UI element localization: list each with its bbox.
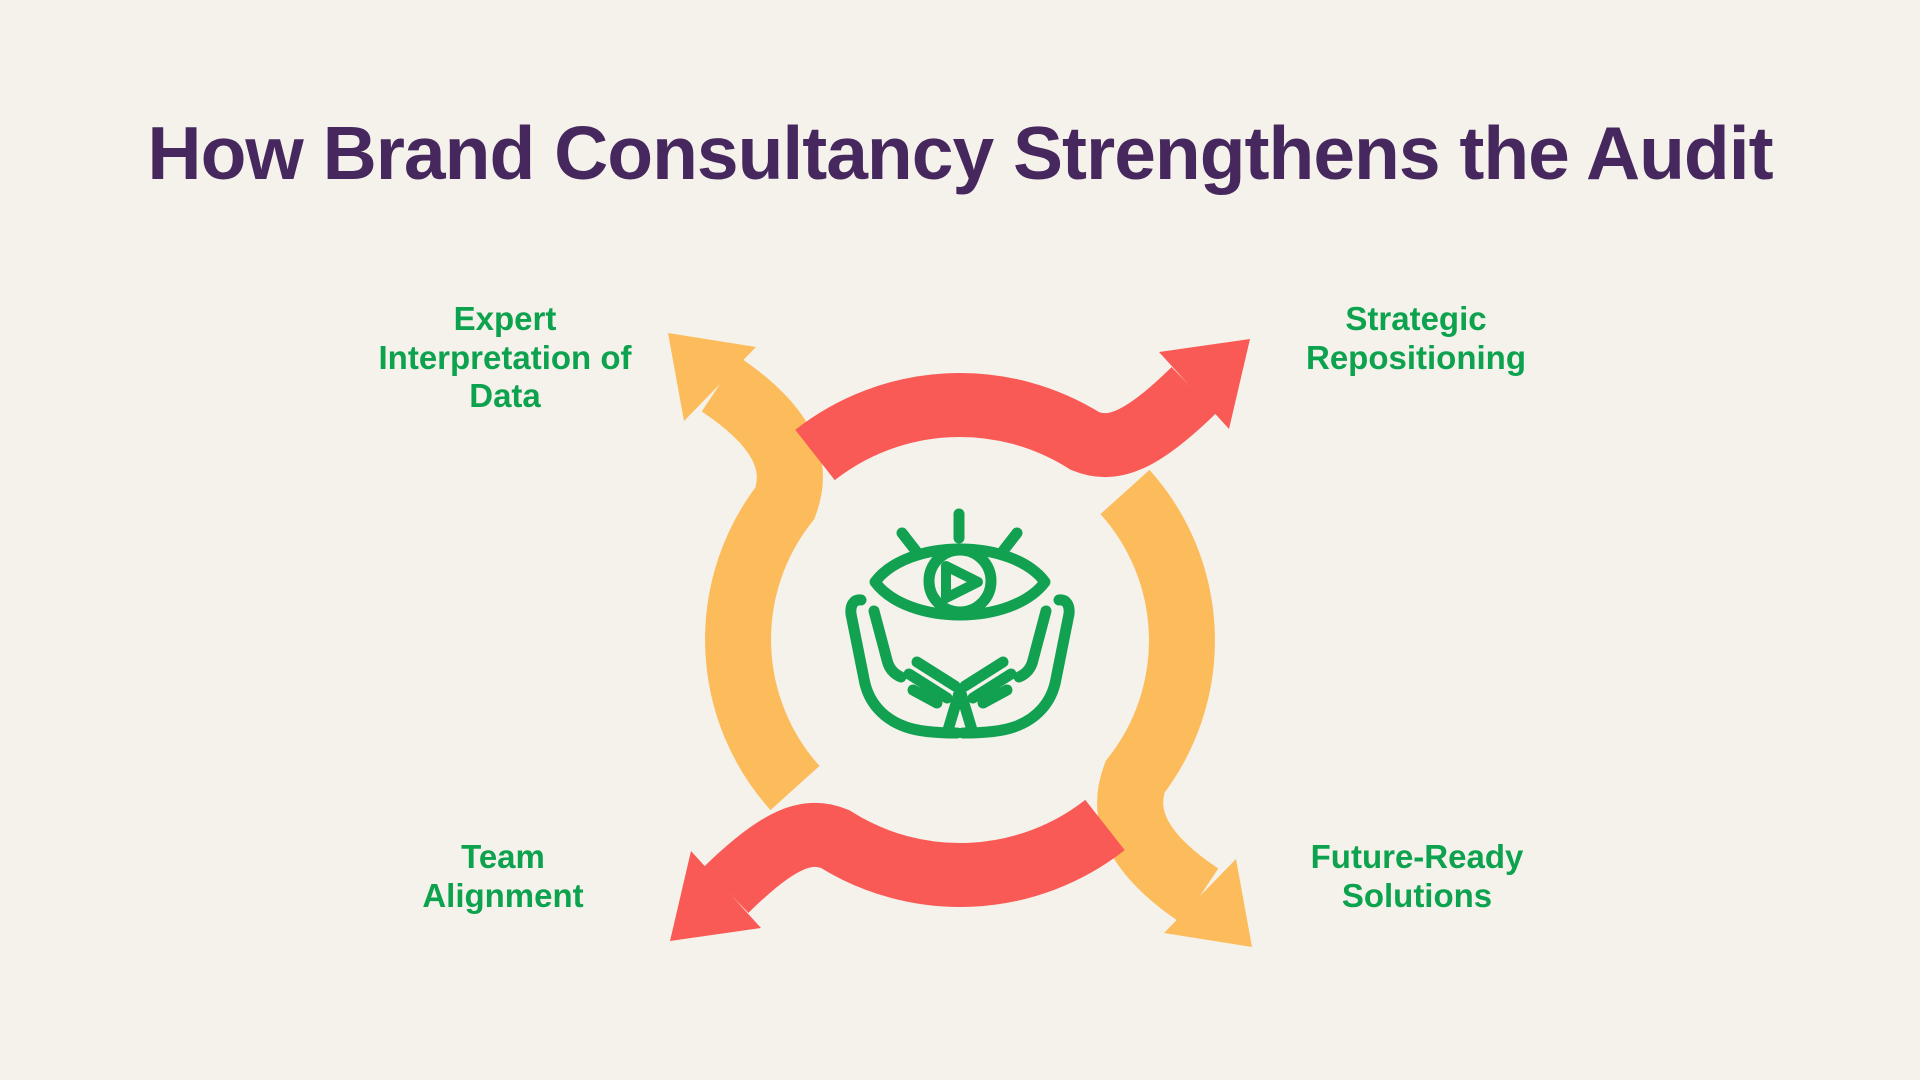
hands-center-notch [942,684,978,736]
arrow-yellow-top-left [668,333,823,811]
play-icon [941,561,983,603]
iris-circle [923,544,997,618]
eye-rays [896,508,1023,557]
arrow-yellow-head [668,333,756,421]
label-team-alignment: Team Alignment [422,838,584,914]
right-hand [957,594,1075,739]
page-title: How Brand Consultancy Strengthens the Au… [147,111,1773,195]
arrow-yellow-bottom-right [1125,492,1252,947]
label-strategic-repositioning: Strategic Repositioning [1306,300,1526,376]
label-future-ready-solutions: Future-Ready Solutions [1310,838,1524,914]
arrow-red-head [1159,339,1250,429]
eye-outline [869,543,1051,621]
arrow-red-band [795,366,1217,481]
label-expert-interpretation: Expert Interpretation of Data [378,300,632,415]
arrow-yellow-band [701,356,823,811]
eye-in-hands-icon [845,508,1075,739]
left-hand [845,594,963,739]
arrow-red-bottom-left [670,825,1105,941]
arrow-red-top-right [795,339,1250,481]
